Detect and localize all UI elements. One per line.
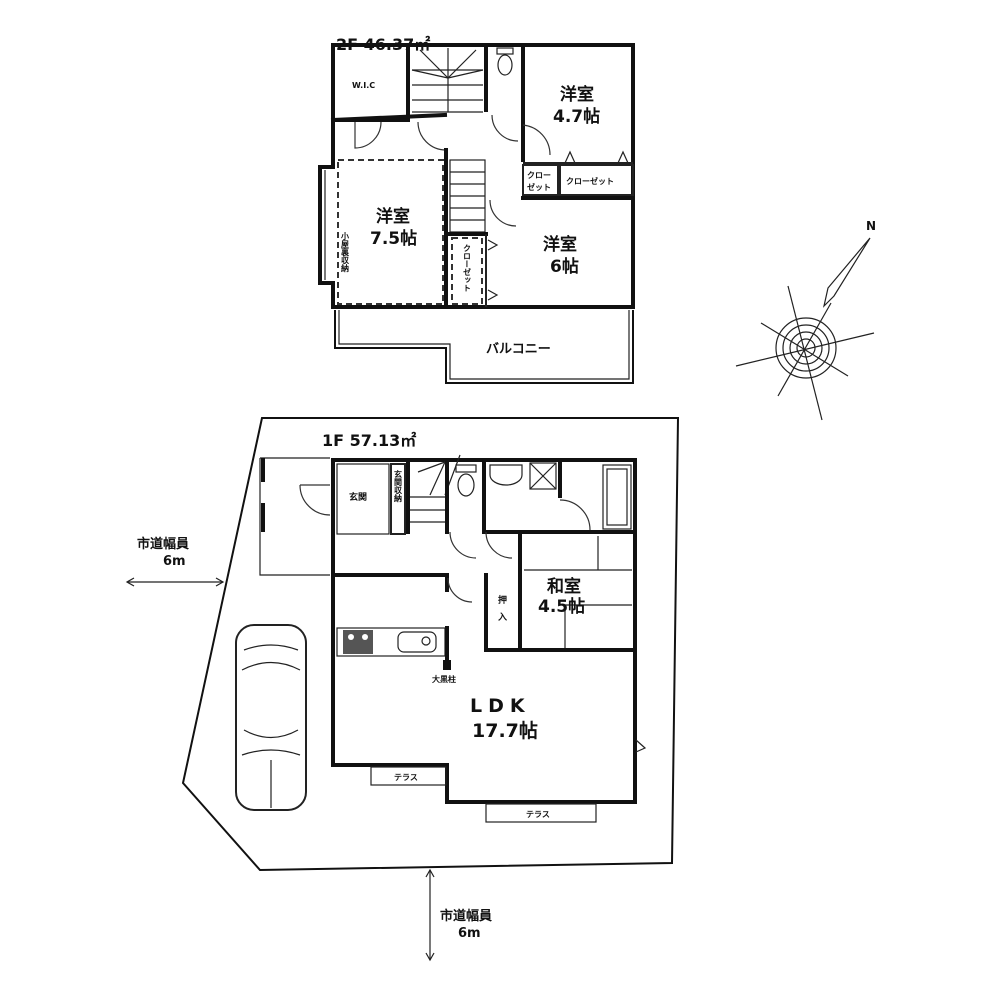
terrace-left-label: テラス xyxy=(394,773,418,782)
road-south-label: 市道幅員 xyxy=(440,908,492,924)
sink-icon xyxy=(397,631,437,653)
entrance-storage-label: 玄関収納 xyxy=(393,469,403,503)
road-west: 市道幅員 6m xyxy=(125,536,225,587)
main-pillar xyxy=(443,660,451,670)
stove-icon xyxy=(343,630,373,654)
oshiire-wall xyxy=(484,573,522,652)
door-swing xyxy=(559,499,591,531)
floor-2-outer-wall xyxy=(318,43,635,309)
oshiire-label-1: 押 xyxy=(498,594,507,606)
toilet-icon xyxy=(496,47,514,76)
door-swing xyxy=(491,114,519,142)
closet-vertical xyxy=(451,237,483,305)
terrace-right-label: テラス xyxy=(526,810,550,819)
door-swing xyxy=(449,531,477,559)
closet-door-icon xyxy=(564,150,629,164)
ldk-size: 17.7帖 xyxy=(472,719,538,742)
porch-outline xyxy=(259,457,330,576)
terrace-right xyxy=(485,803,597,823)
genkan-label: 玄関 xyxy=(349,491,367,503)
road-west-width: 6m xyxy=(163,554,186,569)
main-pillar-label: 大黒柱 xyxy=(432,674,456,684)
room-western-7-5-name: 洋室 xyxy=(376,206,410,227)
floor-2: 2F 46.37㎡ W.I.C 洋室 4.7帖 xyxy=(318,35,635,384)
ldk-name: LDK xyxy=(470,695,531,717)
bathtub-inner xyxy=(606,468,628,526)
closet-vertical-label: クローゼット xyxy=(463,244,472,292)
closet-small-label-2: ゼット xyxy=(527,182,551,192)
bathtub-icon xyxy=(602,464,632,530)
room-western-4-7-name: 洋室 xyxy=(560,84,594,105)
closet-door-icon xyxy=(487,239,499,301)
room-western-7-5-size: 7.5帖 xyxy=(370,228,417,249)
genkan xyxy=(336,463,390,535)
window-icon xyxy=(635,739,647,753)
toilet-icon xyxy=(455,464,477,497)
road-south: 市道幅員 6m xyxy=(425,868,492,962)
floor-1: 1F 57.13㎡ 玄関 玄関収納 xyxy=(259,431,647,823)
stairs-lower xyxy=(449,159,486,233)
terrace-left xyxy=(370,766,447,786)
door-swing xyxy=(489,199,517,227)
room-western-4-7-size: 4.7帖 xyxy=(553,106,600,127)
door-swing xyxy=(522,124,551,156)
entrance-storage xyxy=(390,463,406,535)
attic-storage-label: 小屋裏収納 xyxy=(340,231,350,273)
door-swing xyxy=(447,577,473,603)
road-west-label: 市道幅員 xyxy=(137,536,189,552)
door-swing xyxy=(417,121,447,151)
door-swing xyxy=(354,121,382,149)
hall-wall xyxy=(330,112,448,123)
car-icon xyxy=(235,624,307,811)
balcony-inner xyxy=(338,310,630,380)
wic-label: W.I.C xyxy=(352,81,375,90)
closet-small-label-1: クロー xyxy=(527,170,551,180)
balcony-outline xyxy=(334,310,634,384)
road-south-width: 6m xyxy=(458,926,481,941)
attic-dashed-outline xyxy=(337,159,444,305)
washing-machine-icon xyxy=(529,462,557,490)
entrance-door xyxy=(299,484,331,516)
compass-north-label: N xyxy=(866,219,876,233)
door-swing xyxy=(485,531,513,559)
closet-wide xyxy=(559,164,634,196)
washbasin-icon xyxy=(489,464,523,486)
balcony-label: バルコニー xyxy=(486,342,551,357)
room-western-6-name: 洋室 xyxy=(543,234,577,255)
washitsu-size: 4.5帖 xyxy=(538,596,585,617)
washitsu-name: 和室 xyxy=(547,576,581,597)
closet-small xyxy=(522,164,559,196)
room-western-6-size: 6帖 xyxy=(550,256,579,277)
oshiire-label-2: 入 xyxy=(497,612,507,623)
floor-1-outer-wall xyxy=(331,458,637,804)
stairs-upper xyxy=(411,48,484,113)
lot-boundary xyxy=(181,417,680,872)
tatami-lines xyxy=(524,536,632,648)
closet-wide-label: クローゼット xyxy=(566,176,614,186)
stairs xyxy=(410,454,461,523)
compass-icon: N xyxy=(735,219,876,421)
floor-1-title: 1F 57.13㎡ xyxy=(322,431,416,450)
